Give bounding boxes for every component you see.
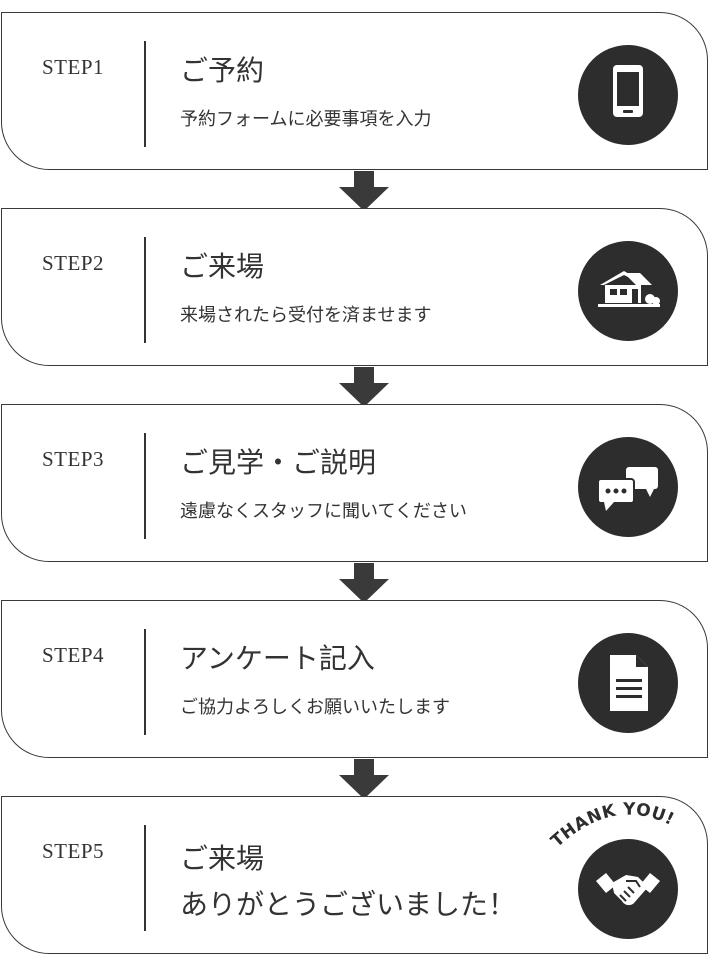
step-card-5: STEP5 ご来場 ありがとうございました！ THANK YOU! bbox=[1, 796, 708, 954]
step-title-line2: ありがとうございました！ bbox=[180, 888, 517, 921]
house-icon bbox=[578, 241, 678, 341]
step-card-3: STEP3 ご見学・ご説明 遠慮なくスタッフに聞いてください bbox=[1, 404, 708, 562]
step-title: ご予約 bbox=[180, 54, 265, 87]
step-description: ご協力よろしくお願いいたします bbox=[180, 697, 450, 718]
arrow-down-icon bbox=[339, 171, 389, 211]
smartphone-icon bbox=[578, 45, 678, 145]
chat-bubbles-icon bbox=[578, 437, 678, 537]
divider bbox=[144, 237, 146, 343]
handshake-icon bbox=[578, 839, 678, 939]
arrow-down-icon bbox=[339, 759, 389, 799]
step-number: STEP2 bbox=[42, 251, 105, 275]
step-description: 予約フォームに必要事項を入力 bbox=[180, 109, 432, 130]
step-number: STEP3 bbox=[42, 447, 105, 471]
arrow-down-icon bbox=[339, 563, 389, 603]
divider bbox=[144, 629, 146, 735]
document-icon bbox=[578, 633, 678, 733]
divider bbox=[144, 433, 146, 539]
step-title: ご見学・ご説明 bbox=[180, 446, 377, 479]
step-title: ご来場 bbox=[180, 842, 265, 875]
step-number: STEP4 bbox=[42, 643, 105, 667]
divider bbox=[144, 825, 146, 931]
step-number: STEP5 bbox=[42, 839, 105, 863]
step-description: 来場されたら受付を済ませます bbox=[180, 305, 432, 326]
step-description: 遠慮なくスタッフに聞いてください bbox=[180, 501, 467, 522]
divider bbox=[144, 41, 146, 147]
step-card-4: STEP4 アンケート記入 ご協力よろしくお願いいたします bbox=[1, 600, 708, 758]
step-title: アンケート記入 bbox=[180, 642, 375, 675]
arrow-down-icon bbox=[339, 367, 389, 407]
step-card-2: STEP2 ご来場 来場されたら受付を済ませます bbox=[1, 208, 708, 366]
step-card-1: STEP1 ご予約 予約フォームに必要事項を入力 bbox=[1, 12, 708, 170]
step-number: STEP1 bbox=[42, 55, 105, 79]
step-title: ご来場 bbox=[180, 250, 265, 283]
